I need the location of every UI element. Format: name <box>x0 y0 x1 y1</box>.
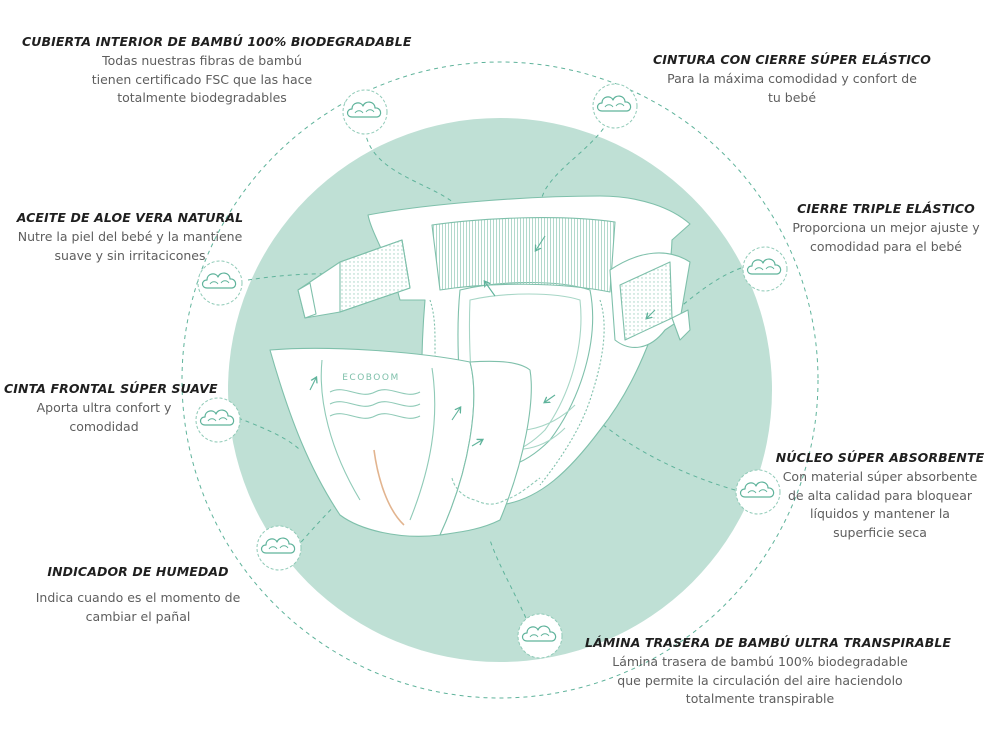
feature-absorbent-core: NÚCLEO SÚPER ABSORBENTE Con material súp… <box>775 449 985 542</box>
feature-description-line: suave y sin irritacicones <box>54 247 206 263</box>
feature-title: ACEITE DE ALOE VERA NATURAL <box>16 210 244 225</box>
feature-title: CINTURA CON CIERRE SÚPER ELÁSTICO <box>652 52 932 67</box>
feature-title: CIERRE TRIPLE ELÁSTICO <box>797 201 975 216</box>
feature-title: INDICADOR DE HUMEDAD <box>47 564 229 579</box>
feature-description-line: comodidad <box>69 418 139 434</box>
feature-elastic-waist: CINTURA CON CIERRE SÚPER ELÁSTICO Para l… <box>652 51 932 107</box>
cloud-icon <box>592 83 638 129</box>
feature-description-line: totalmente transpirable <box>685 691 835 706</box>
diaper-illustration <box>269 195 691 537</box>
feature-title: CINTA FRONTAL SÚPER SUAVE <box>4 381 218 396</box>
feature-description: Aporta ultra confort y comodidad <box>4 399 204 436</box>
cloud-icon <box>197 260 243 306</box>
cloud-icon <box>342 89 388 135</box>
feature-description-line: cambiar el pañal <box>85 608 191 624</box>
cloud-icon <box>195 397 241 443</box>
feature-description: Todas nuestras fibras de bambú tienen ce… <box>22 52 382 108</box>
dashed-ring <box>181 61 819 699</box>
feature-description-line: totalmente biodegradables <box>117 90 287 105</box>
feature-description-line: tienen certificado FSC que las hace <box>91 71 313 87</box>
feature-description-line: tu bebé <box>767 89 817 105</box>
feature-wetness-indicator: INDICADOR DE HUMEDAD Indica cuando es el… <box>10 563 266 626</box>
feature-bamboo-inner-cover: CUBIERTA INTERIOR DE BAMBÚ 100% BIODEGRA… <box>22 33 412 108</box>
feature-description-line: líquidos y mantener la <box>810 506 950 521</box>
feature-description-line: Nutre la piel del bebé y la mantiene <box>17 229 243 244</box>
feature-description: Proporciona un mejor ajuste y comodidad … <box>776 219 996 256</box>
feature-description: Para la máxima comodidad y confort de tu… <box>652 70 932 107</box>
feature-description-line: Proporciona un mejor ajuste y <box>792 220 980 235</box>
feature-description: Lámina trasera de bambú 100% biodegradab… <box>585 653 935 709</box>
feature-title: NÚCLEO SÚPER ABSORBENTE <box>775 450 985 465</box>
feature-aloe-vera-oil: ACEITE DE ALOE VERA NATURAL Nutre la pie… <box>2 209 258 265</box>
feature-description-line: Con material súper absorbente <box>782 469 978 484</box>
brand-logo: ECOBOOM <box>342 373 400 383</box>
feature-description: Indica cuando es el momento de cambiar e… <box>10 589 266 626</box>
cloud-icon <box>735 469 781 515</box>
feature-description-line: Aporta ultra confort y <box>36 400 172 415</box>
feature-title: LÁMINA TRASERA DE BAMBÚ ULTRA TRANSPIRAB… <box>585 635 952 650</box>
feature-description: Con material súper absorbente de alta ca… <box>775 468 985 542</box>
feature-description-line: superficie seca <box>833 524 927 540</box>
feature-soft-front-tape: CINTA FRONTAL SÚPER SUAVE Aporta ultra c… <box>4 380 218 436</box>
feature-description-line: Indica cuando es el momento de <box>35 590 241 605</box>
feature-description-line: Para la máxima comodidad y confort de <box>667 71 917 86</box>
feature-breathable-backsheet: LÁMINA TRASERA DE BAMBÚ ULTRA TRANSPIRAB… <box>585 634 952 709</box>
feature-description-line: de alta calidad para bloquear <box>787 487 972 503</box>
feature-description-line: Todas nuestras fibras de bambú <box>102 53 302 68</box>
feature-title: CUBIERTA INTERIOR DE BAMBÚ 100% BIODEGRA… <box>22 34 412 49</box>
feature-description-line: comodidad para el bebé <box>809 238 962 254</box>
feature-description-line: Lámina trasera de bambú 100% biodegradab… <box>612 654 908 669</box>
cloud-icon <box>517 613 563 659</box>
cloud-icon <box>742 246 788 292</box>
feature-description-line: que permite la circulación del aire haci… <box>617 672 903 688</box>
cloud-icon <box>256 525 302 571</box>
feature-description: Nutre la piel del bebé y la mantiene sua… <box>2 228 258 265</box>
feature-triple-elastic: CIERRE TRIPLE ELÁSTICO Proporciona un me… <box>776 200 996 256</box>
